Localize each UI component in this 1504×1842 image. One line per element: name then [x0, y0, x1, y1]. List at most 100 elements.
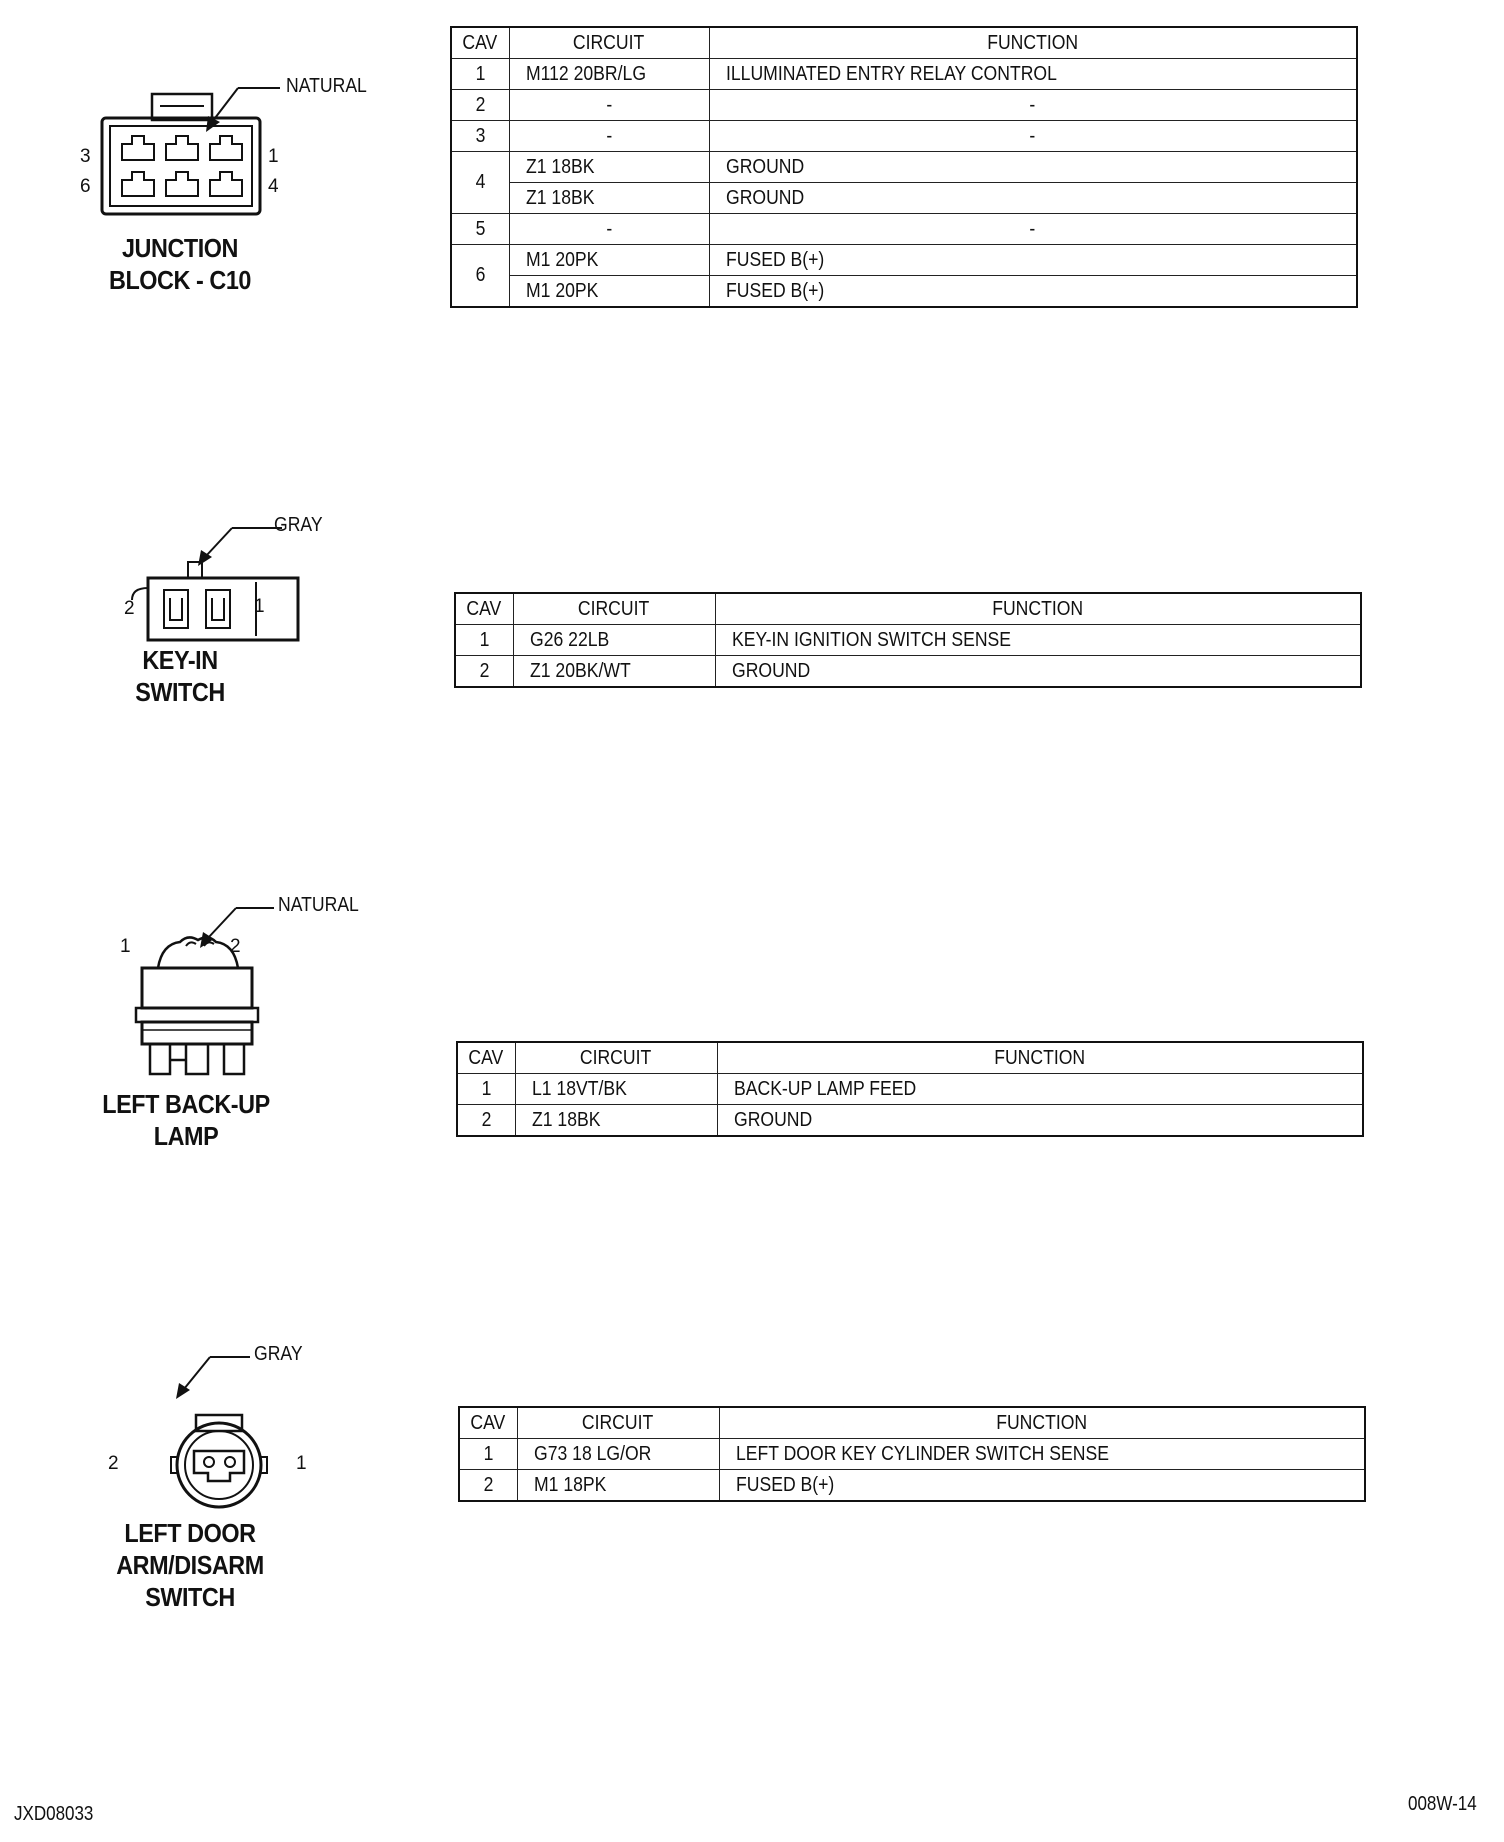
connector-title: LEFT BACK-UP LAMP: [78, 1088, 294, 1152]
function-cell: GROUND: [708, 151, 1358, 183]
connector-junction-block-c10: NATURAL 3 6 1 4 JUNCTION BLOCK - C10: [60, 60, 367, 320]
cavity-table-junction-block: CAV CIRCUIT FUNCTION 1 M112 20BR/LG ILLU…: [450, 26, 1358, 308]
cav-cell: 1: [450, 58, 510, 90]
junction-block-connector-icon: [100, 87, 280, 216]
cav-cell: 1: [454, 624, 514, 656]
pin-number-label: 1: [254, 596, 265, 617]
connector-title-line: LAMP: [153, 1121, 219, 1151]
table-row: 2 Z1 18BK GROUND: [456, 1104, 1364, 1137]
function-cell: -: [708, 120, 1358, 152]
table-row: M1 20PK FUSED B(+): [451, 275, 1358, 308]
connector-color-label: GRAY: [254, 1343, 303, 1365]
drawing-id-left: JXD08033: [14, 1803, 94, 1825]
column-header: CAV: [458, 1406, 518, 1439]
connector-title-line: ARM/DISARM: [116, 1550, 264, 1580]
connector-left-back-up-lamp: NATURAL 1 2 LEFT BACK-UP LAMP: [60, 890, 360, 1170]
column-header: CIRCUIT: [514, 1041, 718, 1074]
table-row: 2 Z1 20BK/WT GROUND: [454, 655, 1362, 688]
circuit-cell: M112 20BR/LG: [508, 58, 710, 90]
table-row: 1 G73 18 LG/OR LEFT DOOR KEY CYLINDER SW…: [458, 1438, 1366, 1470]
pin-number-label: 1: [120, 936, 131, 957]
cav-cell: 5: [450, 213, 510, 245]
circuit-cell: -: [508, 89, 710, 121]
table-header-row: CAV CIRCUIT FUNCTION: [450, 26, 1358, 59]
circuit-cell: M1 20PK: [508, 244, 710, 276]
table-row: Z1 18BK GROUND: [451, 182, 1358, 214]
table-row: 4 Z1 18BK GROUND: [450, 151, 1358, 214]
cavity-table-left-back-up-lamp: CAV CIRCUIT FUNCTION 1 L1 18VT/BK BACK-U…: [456, 1041, 1364, 1137]
circuit-cell: -: [508, 213, 710, 245]
function-cell: FUSED B(+): [708, 244, 1358, 276]
cav-cell: 1: [458, 1438, 518, 1470]
table-row: 2 - -: [450, 89, 1358, 121]
connector-left-door-arm-disarm-switch: GRAY 2 1 LEFT DOOR ARM/DISARM SWITCH: [60, 1343, 360, 1625]
pin-number-label: 2: [108, 1453, 119, 1474]
column-header: FUNCTION: [708, 26, 1358, 59]
function-cell: -: [708, 213, 1358, 245]
circuit-cell: Z1 18BK: [508, 182, 710, 214]
cav-cell: 2: [454, 655, 514, 688]
connector-color-label: GRAY: [274, 514, 323, 536]
function-cell: LEFT DOOR KEY CYLINDER SWITCH SENSE: [718, 1438, 1366, 1470]
cav-cell: 2: [458, 1469, 518, 1502]
cav-cell: 2: [450, 89, 510, 121]
circuit-cell: G73 18 LG/OR: [516, 1438, 720, 1470]
column-header: CAV: [450, 26, 510, 59]
table-row: 1 G26 22LB KEY-IN IGNITION SWITCH SENSE: [454, 624, 1362, 656]
table-row: 1 M112 20BR/LG ILLUMINATED ENTRY RELAY C…: [450, 58, 1358, 90]
function-cell: KEY-IN IGNITION SWITCH SENSE: [714, 624, 1362, 656]
column-header: CIRCUIT: [516, 1406, 720, 1439]
function-cell: FUSED B(+): [708, 275, 1358, 308]
cavity-table-key-in-switch: CAV CIRCUIT FUNCTION 1 G26 22LB KEY-IN I…: [454, 592, 1362, 688]
cav-cell: 3: [450, 120, 510, 152]
table-header-row: CAV CIRCUIT FUNCTION: [454, 592, 1362, 625]
function-cell: -: [708, 89, 1358, 121]
connector-title: KEY-IN SWITCH: [72, 644, 288, 708]
key-in-switch-connector-icon: [131, 527, 300, 642]
door-switch-connector-icon: [170, 1356, 268, 1509]
circuit-cell: G26 22LB: [512, 624, 716, 656]
circuit-cell: Z1 18BK: [514, 1104, 718, 1137]
table-row: 1 L1 18VT/BK BACK-UP LAMP FEED: [456, 1073, 1364, 1105]
circuit-cell: Z1 18BK: [508, 151, 710, 183]
connector-title-line: JUNCTION: [121, 233, 239, 263]
column-header: FUNCTION: [714, 592, 1362, 625]
pin-number-label: 6: [80, 176, 91, 197]
pin-number-label: 1: [296, 1453, 307, 1474]
cav-cell: 2: [456, 1104, 516, 1137]
connector-title: LEFT DOOR ARM/DISARM SWITCH: [82, 1517, 298, 1613]
function-cell: GROUND: [716, 1104, 1364, 1137]
page-number-right: 008W-14: [1408, 1793, 1477, 1815]
column-header: FUNCTION: [716, 1041, 1364, 1074]
table-header-row: CAV CIRCUIT FUNCTION: [456, 1041, 1364, 1074]
connector-color-label: NATURAL: [286, 75, 367, 97]
circuit-cell: -: [508, 120, 710, 152]
function-cell: GROUND: [708, 182, 1358, 214]
connector-title-line: BLOCK - C10: [109, 265, 251, 295]
connector-title: JUNCTION BLOCK - C10: [72, 232, 288, 296]
connector-title-line: KEY-IN: [142, 645, 218, 675]
connector-title-line: LEFT DOOR: [124, 1518, 256, 1548]
pin-number-label: 2: [124, 598, 135, 619]
table-row: 6 M1 20PK FUSED B(+): [450, 244, 1358, 308]
connector-title-line: LEFT BACK-UP: [102, 1089, 270, 1119]
function-cell: GROUND: [714, 655, 1362, 688]
circuit-cell: L1 18VT/BK: [514, 1073, 718, 1105]
table-row: 5 - -: [450, 213, 1358, 245]
circuit-cell: M1 20PK: [508, 275, 710, 308]
pin-number-label: 1: [268, 146, 279, 167]
connector-color-label: NATURAL: [278, 894, 359, 916]
table-header-row: CAV CIRCUIT FUNCTION: [458, 1406, 1366, 1439]
cavity-table-left-door-arm-disarm-switch: CAV CIRCUIT FUNCTION 1 G73 18 LG/OR LEFT…: [458, 1406, 1366, 1502]
cav-cell: 4: [450, 151, 510, 214]
connector-key-in-switch: GRAY 2 1 KEY-IN SWITCH: [60, 506, 360, 726]
column-header: CIRCUIT: [508, 26, 710, 59]
pin-number-label: 4: [268, 176, 279, 197]
column-header: CIRCUIT: [512, 592, 716, 625]
table-row: 3 - -: [450, 120, 1358, 152]
cav-cell: 6: [450, 244, 510, 308]
back-up-lamp-connector-icon: [134, 907, 274, 1076]
pin-number-label: 2: [230, 936, 241, 957]
function-cell: FUSED B(+): [718, 1469, 1366, 1502]
function-cell: ILLUMINATED ENTRY RELAY CONTROL: [708, 58, 1358, 90]
